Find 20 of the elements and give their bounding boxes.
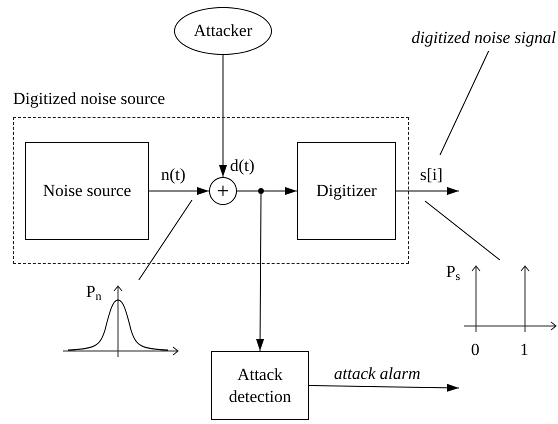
process-box: Attack detection [211, 351, 309, 420]
annotation-text: digitized noise signal [374, 27, 556, 51]
arrow [148, 187, 210, 195]
group-heading: Digitized noise source [13, 88, 166, 110]
connector-line [236, 190, 258, 192]
tick-label: 0 [471, 340, 480, 360]
arrow [308, 384, 460, 392]
leader-line [138, 200, 192, 280]
arrow [256, 194, 264, 352]
arrow [396, 187, 460, 195]
leader-line [424, 200, 500, 260]
axis-label: P$_{n}$ [86, 282, 102, 302]
leader-line [440, 50, 490, 156]
arrow [264, 187, 298, 195]
tick-label: 1 [520, 340, 528, 360]
process-box: Noise source [25, 142, 149, 240]
arrow [219, 54, 227, 178]
process-box: Digitizer [297, 142, 396, 240]
source-ellipse: Attacker [174, 7, 272, 55]
axis-label: P$_{s}$ [446, 262, 460, 282]
